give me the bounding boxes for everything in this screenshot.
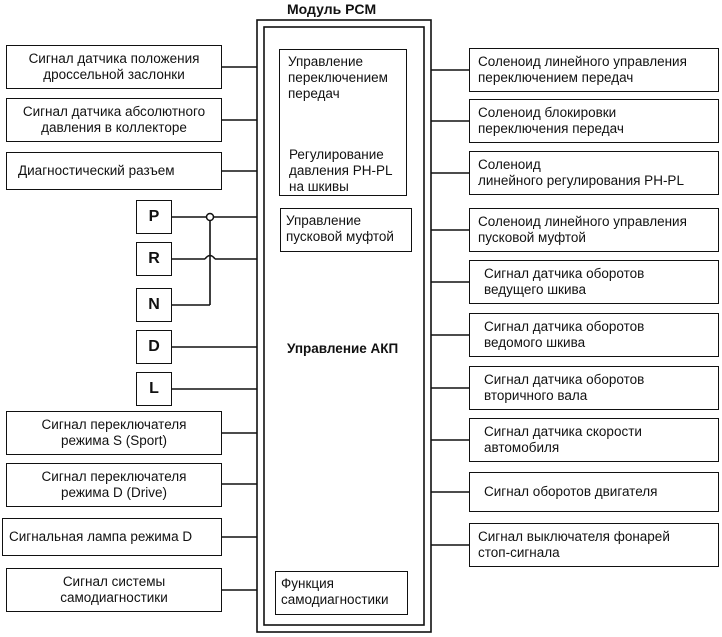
drive-pulley-speed-label: Сигнал датчика оборотов ведущего шкива [484, 266, 645, 297]
clutch-control-label: Управление пусковой муфтой [286, 213, 394, 244]
shift-linear-solenoid-box: Соленоид линейного управления переключен… [469, 48, 719, 92]
d-mode-lamp-label: Сигнальная лампа режима D [9, 529, 193, 544]
gear-position-l: L [136, 372, 172, 406]
brake-light-switch-label: Сигнал выключателя фонарей стоп-сигнала [478, 529, 670, 560]
throttle-position-signal-label: Сигнал датчика положения дроссельной зас… [28, 51, 200, 82]
diagnostic-connector-label: Диагностический разъем [18, 163, 175, 178]
junction-dot [205, 212, 215, 222]
sport-mode-switch-label: Сигнал переключателя режима S (Sport) [41, 417, 187, 448]
drive-mode-switch-label: Сигнал переключателя режима D (Drive) [41, 469, 187, 500]
manifold-pressure-signal-box: Сигнал датчика абсолютного давления в ко… [6, 98, 222, 142]
sport-mode-switch-box: Сигнал переключателя режима S (Sport) [6, 411, 222, 455]
self-diagnostics-signal-box: Сигнал системы самодиагностики [6, 568, 222, 612]
drive-mode-switch-box: Сигнал переключателя режима D (Drive) [6, 463, 222, 507]
drive-pulley-speed-box: Сигнал датчика оборотов ведущего шкива [469, 260, 719, 304]
gear-position-p: P [136, 200, 172, 234]
gear-position-d: D [136, 330, 172, 364]
self-diagnostics-block: Функция самодиагностики [275, 571, 408, 615]
driven-pulley-speed-label: Сигнал датчика оборотов ведомого шкива [484, 319, 645, 350]
pcm-outer-frame [256, 19, 432, 633]
akp-control-label: Управление АКП [287, 341, 399, 356]
vehicle-speed-box: Сигнал датчика скорости автомобиля [469, 418, 719, 462]
ph-pl-solenoid-label: Соленоид линейного регулирования PH-PL [478, 157, 684, 188]
throttle-position-signal-box: Сигнал датчика положения дроссельной зас… [6, 45, 222, 89]
gear-position-n: N [136, 288, 172, 322]
pcm-title: Модуль PCM [287, 1, 377, 17]
shift-lock-solenoid-box: Соленоид блокировки переключения передач [469, 99, 719, 143]
ph-pl-solenoid-box: Соленоид линейного регулирования PH-PL [469, 151, 719, 195]
clutch-linear-solenoid-label: Соленоид линейного управления пусковой м… [478, 214, 687, 245]
gear-position-r: R [136, 242, 172, 276]
self-diagnostics-signal-label: Сигнал системы самодиагностики [60, 574, 168, 605]
self-diagnostics-function-label: Функция самодиагностики [281, 576, 389, 607]
engine-speed-box: Сигнал оборотов двигателя [469, 472, 719, 512]
diagnostic-connector-box: Диагностический разъем [6, 152, 222, 190]
ph-pl-regulation-label: Регулирование давления PH-PL на шкивы [289, 147, 393, 195]
shift-control-label: Управление переключением передач [288, 54, 388, 101]
shift-lock-solenoid-label: Соленоид блокировки переключения передач [478, 105, 624, 136]
clutch-linear-solenoid-box: Соленоид линейного управления пусковой м… [469, 208, 719, 252]
driven-pulley-speed-box: Сигнал датчика оборотов ведомого шкива [469, 313, 719, 357]
vehicle-speed-label: Сигнал датчика скорости автомобиля [484, 424, 642, 455]
pcm-inner-frame [263, 26, 425, 626]
clutch-control-block: Управление пусковой муфтой [280, 208, 412, 252]
manifold-pressure-signal-label: Сигнал датчика абсолютного давления в ко… [22, 104, 206, 135]
brake-light-switch-box: Сигнал выключателя фонарей стоп-сигнала [469, 523, 719, 567]
secondary-shaft-speed-label: Сигнал датчика оборотов вторичного вала [484, 372, 645, 403]
secondary-shaft-speed-box: Сигнал датчика оборотов вторичного вала [469, 366, 719, 410]
shift-linear-solenoid-label: Соленоид линейного управления переключен… [478, 54, 687, 85]
d-mode-lamp-box: Сигнальная лампа режима D [2, 518, 222, 556]
engine-speed-label: Сигнал оборотов двигателя [484, 484, 658, 499]
